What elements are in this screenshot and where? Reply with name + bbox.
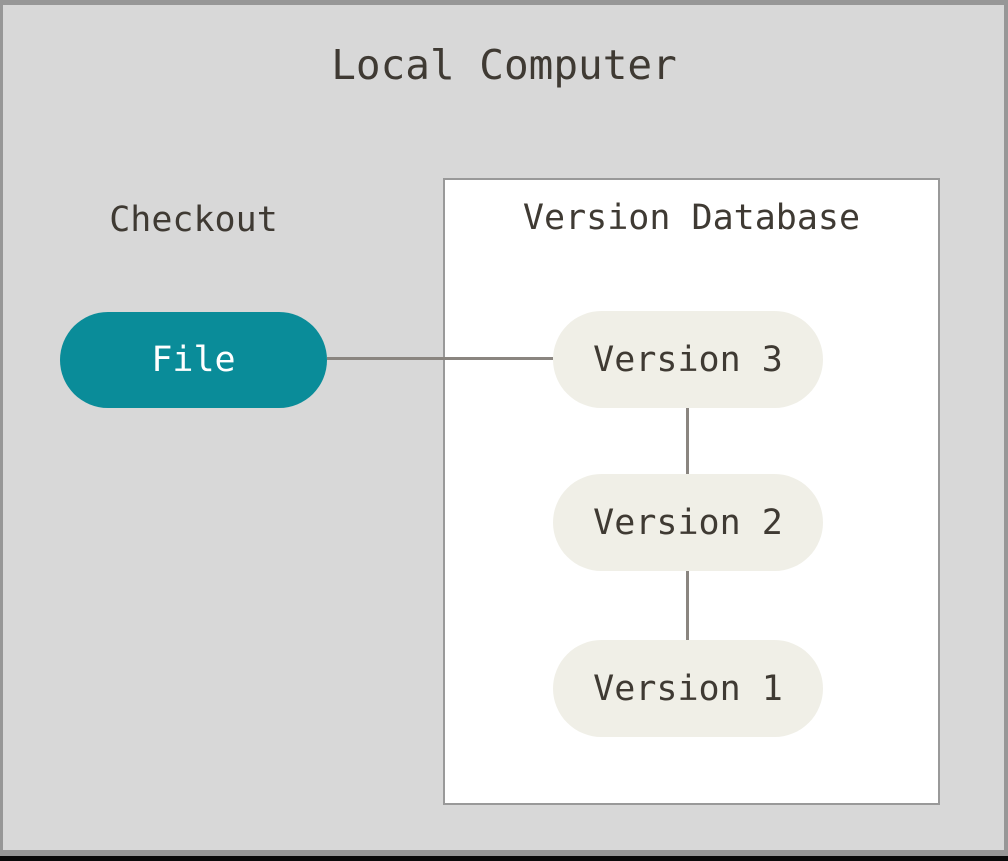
connector-version2-to-version1 <box>686 571 689 640</box>
version2-node: Version 2 <box>553 474 823 571</box>
version-database-title: Version Database <box>522 198 861 238</box>
file-node-label: File <box>151 340 236 380</box>
version3-node-label: Version 3 <box>593 339 783 380</box>
version3-node: Version 3 <box>553 311 823 408</box>
connector-version3-to-version2 <box>686 408 689 474</box>
bottom-black-bar <box>0 856 1008 861</box>
file-node: File <box>60 312 327 408</box>
diagram-title: Local Computer <box>331 41 677 89</box>
version2-node-label: Version 2 <box>593 502 783 543</box>
version1-node-label: Version 1 <box>593 668 783 709</box>
connector-file-to-version3 <box>327 357 553 360</box>
checkout-label: Checkout <box>109 200 278 240</box>
version1-node: Version 1 <box>553 640 823 737</box>
